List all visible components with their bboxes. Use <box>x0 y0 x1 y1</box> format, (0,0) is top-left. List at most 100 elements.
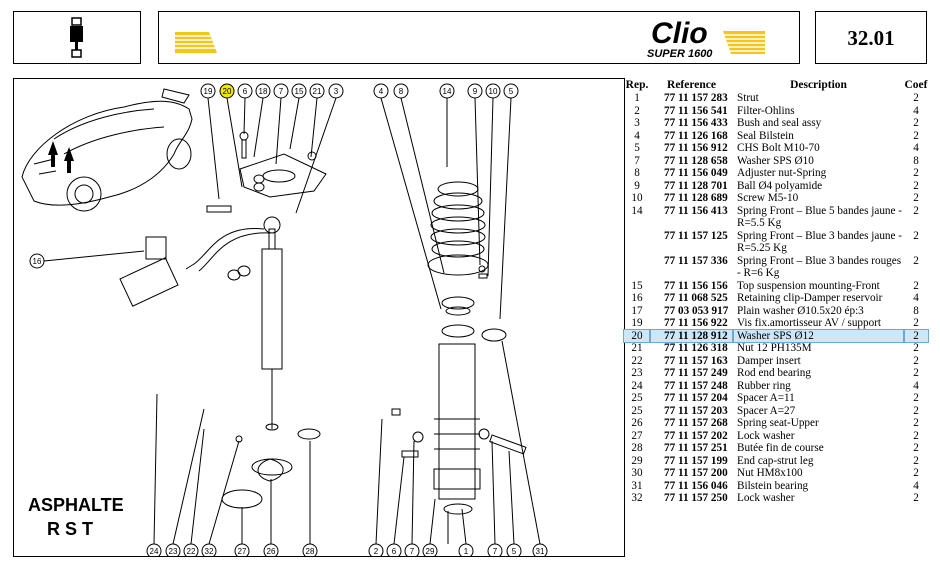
cell-coef: 2 <box>913 254 919 267</box>
cell-rep: 4 <box>634 129 640 142</box>
cell-rep: 14 <box>631 204 643 217</box>
svg-text:15: 15 <box>295 87 304 96</box>
svg-text:28: 28 <box>306 547 315 556</box>
diagram-title-rst: R S T <box>47 519 93 539</box>
svg-text:7: 7 <box>279 87 284 96</box>
svg-text:3: 3 <box>334 87 339 96</box>
header-logo-box: Clio SUPER 1600 <box>158 11 800 64</box>
cell-rep: 7 <box>634 154 640 167</box>
cell-coef: 4 <box>913 104 919 117</box>
callout-22: 22 <box>183 543 199 559</box>
cell-rep: 17 <box>631 304 643 317</box>
table-row[interactable]: 8 77 11 156 049 Adjuster nut-Spring 2 <box>624 167 928 180</box>
cell-ref: 77 11 128 689 <box>664 192 728 204</box>
cell-ref: 77 11 156 912 <box>664 142 728 154</box>
callout-26: 26 <box>263 543 279 559</box>
cell-rep: 23 <box>631 367 643 379</box>
cell-ref: 77 11 068 525 <box>664 292 728 304</box>
cell-rep: 29 <box>631 454 643 467</box>
cell-coef: 2 <box>913 192 919 204</box>
cell-coef: 2 <box>913 117 919 129</box>
svg-text:29: 29 <box>426 547 435 556</box>
svg-text:8: 8 <box>399 87 404 96</box>
cell-desc: Lock washer <box>737 429 795 442</box>
callout-29: 29 <box>422 543 438 559</box>
svg-text:26: 26 <box>267 547 276 556</box>
cell-rep: 2 <box>634 104 640 117</box>
cell-ref: 77 11 156 049 <box>664 167 728 179</box>
svg-text:9: 9 <box>473 87 478 96</box>
callout-5b: 5 <box>506 543 522 559</box>
callout-9: 9 <box>467 83 483 99</box>
cell-coef: 2 <box>913 342 919 354</box>
cell-ref: 77 11 156 541 <box>664 104 728 117</box>
model-logo-text: SUPER 1600 <box>647 48 713 60</box>
callout-16: 16 <box>29 253 45 269</box>
callouts-bottom-left: 24 23 22 32 27 26 28 <box>146 543 318 559</box>
cell-coef: 2 <box>913 454 919 467</box>
callout-31: 31 <box>532 543 548 559</box>
diagram-title-asphalte: ASPHALTE <box>28 495 124 515</box>
cell-ref: 77 11 157 203 <box>664 404 728 417</box>
table-row[interactable]: 2 77 11 156 541 Filter-Ohlins 4 <box>624 105 928 118</box>
header-description: Description <box>790 79 847 92</box>
cell-coef: 2 <box>913 279 919 292</box>
cell-ref: 77 11 157 248 <box>664 379 728 392</box>
header-coef: Coef <box>904 79 928 92</box>
cell-rep: 8 <box>634 167 640 179</box>
cell-coef: 2 <box>913 167 919 179</box>
cell-coef: 2 <box>913 317 919 329</box>
cell-ref: 77 11 157 250 <box>664 492 728 504</box>
cell-coef: 2 <box>913 442 919 454</box>
cell-desc: Rubber ring <box>737 379 791 392</box>
callout-15: 15 <box>291 83 307 99</box>
callout-20: 20 <box>219 83 235 99</box>
cell-rep: 28 <box>631 442 643 454</box>
cell-coef: 2 <box>913 129 919 142</box>
cell-coef: 4 <box>913 142 919 154</box>
cell-ref: 77 03 053 917 <box>664 304 729 317</box>
cell-desc: Filter-Ohlins <box>737 104 795 117</box>
svg-text:5: 5 <box>512 547 517 556</box>
cell-desc: Lock washer <box>737 492 795 504</box>
cell-ref: 77 11 157 268 <box>664 417 728 429</box>
svg-text:31: 31 <box>536 547 545 556</box>
cell-coef: 2 <box>913 429 919 442</box>
cell-desc: Adjuster nut-Spring <box>737 167 827 179</box>
cell-coef: 4 <box>913 379 919 392</box>
cell-coef: 2 <box>913 417 919 429</box>
callout-28: 28 <box>302 543 318 559</box>
cell-desc: Rod end bearing <box>737 367 811 379</box>
svg-text:19: 19 <box>204 87 213 96</box>
cell-coef: 2 <box>913 354 919 367</box>
